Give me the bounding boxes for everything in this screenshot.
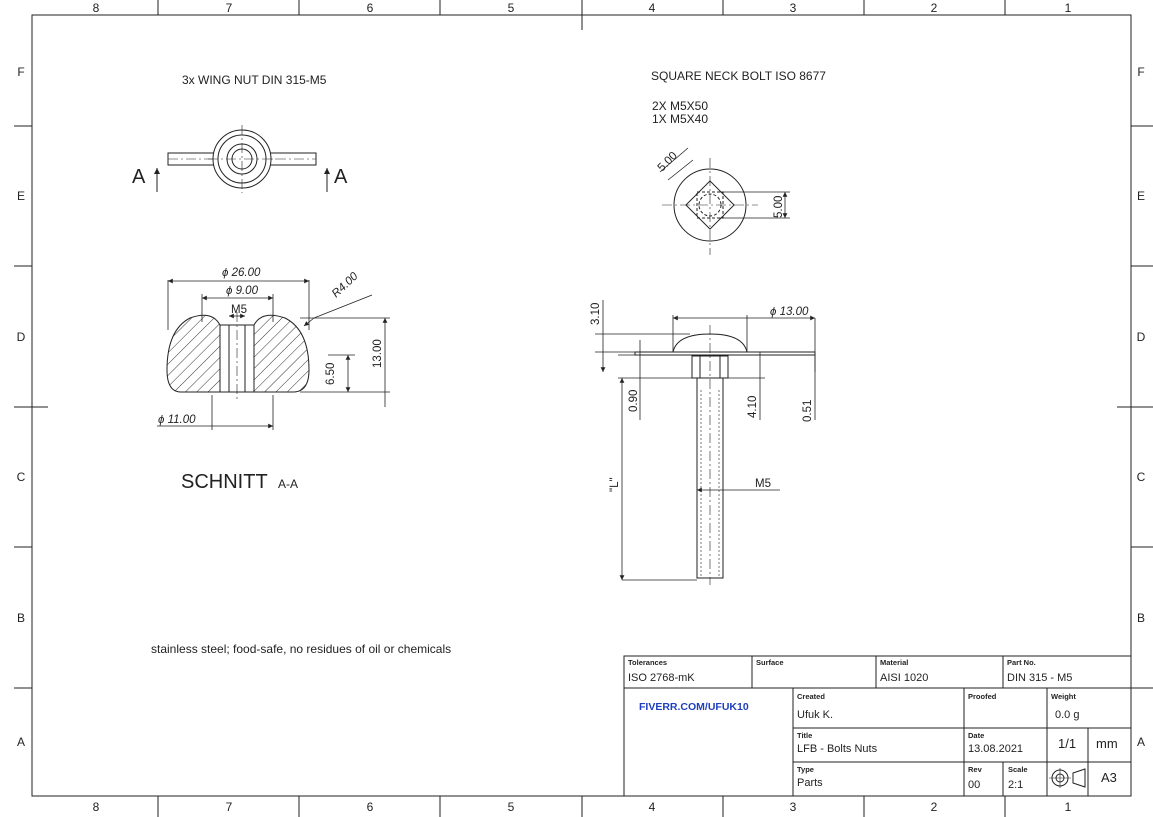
tb-partno-label: Part No. — [1007, 658, 1036, 667]
tb-created-value: Ufuk K. — [797, 709, 833, 721]
zone-row-left: E — [17, 189, 25, 203]
tb-tolerances-value: ISO 2768-mK — [628, 672, 695, 684]
tb-rev-label: Rev — [968, 765, 983, 774]
zone-col-top: 6 — [367, 1, 374, 15]
dim-wing-nut-thread: M5 — [231, 304, 247, 316]
wing-nut-section-view — [157, 278, 390, 430]
zone-row-right: D — [1137, 330, 1146, 344]
tb-format: A3 — [1101, 770, 1117, 785]
tb-scale-value: 2:1 — [1008, 779, 1023, 791]
zone-col-bottom: 1 — [1065, 800, 1072, 814]
dim-bolt-head-height: 3.10 — [590, 303, 602, 325]
zone-col-bottom: 8 — [93, 800, 100, 814]
dim-bolt-flange: 0.90 — [628, 390, 640, 412]
tb-proofed-label: Proofed — [968, 692, 997, 701]
zone-row-left: D — [17, 330, 26, 344]
zone-row-left: A — [17, 735, 25, 749]
zone-col-bottom: 7 — [226, 800, 233, 814]
dim-bolt-thread: M5 — [755, 478, 771, 490]
zone-col-top: 3 — [790, 1, 797, 15]
zone-col-bottom: 5 — [508, 800, 515, 814]
wing-nut-top-view — [154, 125, 330, 193]
zone-col-top: 1 — [1065, 1, 1072, 15]
zone-ticks — [14, 0, 1153, 817]
zone-row-left: B — [17, 611, 25, 625]
bolt-qty-2: 1X M5X40 — [652, 112, 708, 126]
tb-date-value: 13.08.2021 — [968, 743, 1023, 755]
title-block — [623, 655, 1132, 797]
zone-column-labels: 8 7 6 5 4 3 2 1 8 7 6 5 4 3 2 1 — [93, 1, 1072, 814]
dim-bolt-neck-height: 4.10 — [747, 396, 759, 418]
projection-icon — [1049, 768, 1086, 788]
wing-nut-title: 3x WING NUT DIN 315-M5 — [182, 73, 327, 87]
dim-wing-nut-base: ϕ 11.00 — [158, 414, 196, 426]
material-note: stainless steel; food-safe, no residues … — [151, 642, 451, 656]
tb-type-label: Type — [797, 765, 814, 774]
tb-rev-value: 00 — [968, 779, 980, 791]
zone-row-right: C — [1137, 470, 1146, 484]
bolt-title: SQUARE NECK BOLT ISO 8677 — [651, 69, 826, 83]
zone-row-left: C — [17, 470, 26, 484]
section-marker-left: A — [132, 166, 146, 188]
dim-bolt-square-side: 5.00 — [773, 196, 785, 218]
tb-tolerances-label: Tolerances — [628, 658, 667, 667]
dim-bolt-length: "L" — [609, 477, 621, 492]
zone-col-top: 7 — [226, 1, 233, 15]
zone-col-top: 5 — [508, 1, 515, 15]
zone-col-bottom: 3 — [790, 800, 797, 814]
dim-bolt-head-dia: ϕ 13.00 — [770, 306, 809, 318]
tb-type-value: Parts — [797, 777, 823, 789]
tb-weight-value: 0.0 g — [1055, 709, 1079, 721]
tb-title-label: Title — [797, 731, 812, 740]
zone-col-top: 4 — [649, 1, 656, 15]
tb-surface-label: Surface — [756, 658, 784, 667]
dim-wing-nut-height: 13.00 — [372, 339, 384, 368]
zone-col-bottom: 2 — [931, 800, 938, 814]
tb-material-value: AISI 1020 — [880, 672, 928, 684]
tb-unit: mm — [1096, 736, 1118, 751]
tb-created-label: Created — [797, 692, 825, 701]
zone-col-top: 2 — [931, 1, 938, 15]
zone-col-bottom: 6 — [367, 800, 374, 814]
bolt-top-view — [659, 147, 790, 255]
zone-row-right: B — [1137, 611, 1145, 625]
tb-weight-label: Weight — [1051, 692, 1076, 701]
tb-material-label: Material — [880, 658, 908, 667]
zone-row-right: E — [1137, 189, 1145, 203]
zone-row-right: F — [1137, 65, 1144, 79]
section-subtitle: A-A — [278, 477, 298, 491]
zone-col-top: 8 — [93, 1, 100, 15]
bolt-side-view — [595, 300, 816, 585]
section-marker-right: A — [334, 166, 348, 188]
bolt-qty-1: 2X M5X50 — [652, 99, 708, 113]
section-title: SCHNITT — [181, 471, 268, 493]
tb-date-label: Date — [968, 731, 984, 740]
dim-wing-nut-span: ϕ 26.00 — [222, 267, 261, 279]
zone-col-bottom: 4 — [649, 800, 656, 814]
tb-brand: FIVERR.COM/UFUK10 — [639, 701, 749, 713]
tb-partno-value: DIN 315 - M5 — [1007, 672, 1072, 684]
zone-row-labels: F E D C B A F E D C B A — [17, 65, 1146, 749]
dim-wing-nut-hub-height: 6.50 — [325, 363, 337, 385]
dim-bolt-edge: 0.51 — [802, 400, 814, 422]
tb-title-value: LFB - Bolts Nuts — [797, 743, 878, 755]
zone-row-right: A — [1137, 735, 1145, 749]
dim-bolt-square-diag: 5.00 — [656, 150, 680, 174]
tb-scale-label: Scale — [1008, 765, 1028, 774]
dim-wing-nut-radius: R4.00 — [330, 270, 361, 300]
tb-sheet: 1/1 — [1058, 736, 1076, 751]
zone-row-left: F — [17, 65, 24, 79]
dim-wing-nut-hub: ϕ 9.00 — [226, 285, 259, 297]
